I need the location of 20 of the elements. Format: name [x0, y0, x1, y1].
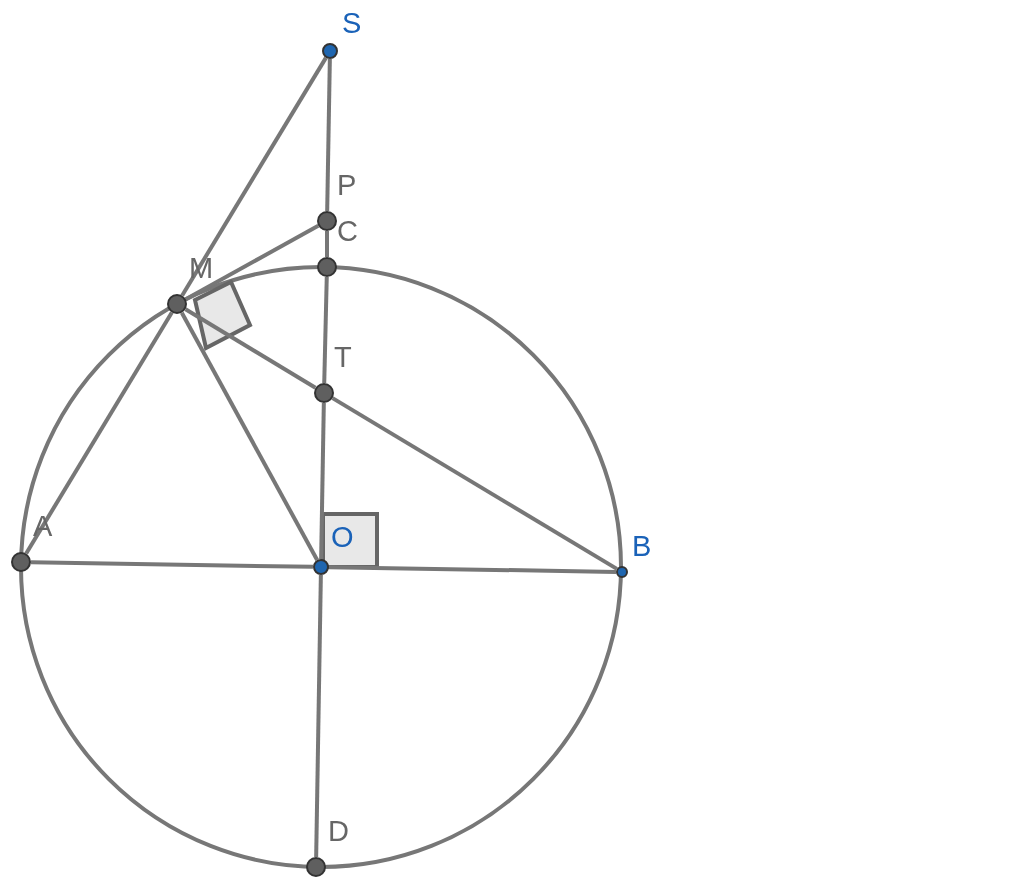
point-label: T	[334, 343, 352, 372]
point-label: O	[331, 523, 354, 552]
point-label: C	[337, 217, 358, 246]
line-segment	[331, 396, 618, 571]
line-segment	[322, 276, 329, 384]
line-segment	[180, 311, 319, 561]
line-segment	[319, 402, 326, 560]
point-label: B	[632, 532, 652, 561]
line-segment	[24, 311, 174, 555]
line-segment	[328, 565, 617, 574]
line-segment	[314, 574, 323, 858]
line-segment	[325, 231, 329, 257]
line-segment	[184, 307, 317, 390]
line-segment	[184, 224, 320, 301]
point-label: P	[337, 171, 357, 200]
point-label: D	[328, 817, 349, 846]
line-segment	[325, 58, 332, 212]
point-label: S	[342, 9, 362, 38]
line-segment	[30, 560, 314, 569]
line-segment	[180, 56, 328, 297]
